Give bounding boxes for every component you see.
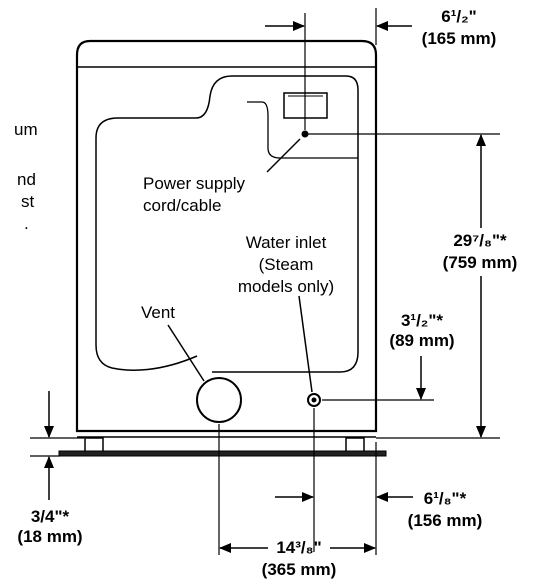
water-inlet-fitting (307, 393, 321, 407)
bottom-offset-metric: (156 mm) (407, 511, 483, 530)
floor-plate (58, 450, 387, 457)
edge-text-1: um (14, 120, 38, 139)
vent-label-leader (167, 324, 205, 382)
water-label-leader (298, 295, 313, 393)
top-offset-imperial: 6¹/₂" (441, 7, 477, 26)
vent-opening (196, 377, 242, 423)
inlet-height-metric: (89 mm) (389, 331, 455, 350)
water-label-line-3: models only) (237, 277, 335, 296)
rear-panel-inner-line (247, 101, 358, 159)
water-label-line-1: Water inlet (245, 233, 327, 252)
height-imperial: 29⁷/₈"* (453, 231, 507, 250)
left-foot (84, 437, 104, 453)
bottom-width-metric: (365 mm) (261, 560, 337, 579)
height-metric: (759 mm) (442, 253, 518, 272)
power-cord-point (301, 130, 309, 138)
water-label-line-2: (Steam (258, 255, 314, 274)
foot-height-metric: (18 mm) (17, 527, 83, 546)
foot-height-imperial: 3/4"* (30, 507, 70, 526)
edge-text-3: st (21, 192, 35, 211)
rear-panel-outline (95, 75, 359, 373)
vent-label: Vent (141, 303, 176, 322)
right-foot (345, 437, 365, 453)
edge-text-2: nd (17, 170, 36, 189)
bottom-offset-imperial: 6¹/₈"* (423, 489, 467, 508)
dryer-cabinet-outline (75, 39, 378, 433)
power-label-leader (266, 138, 301, 173)
edge-text-4: . (24, 214, 29, 233)
power-label-line-1: Power supply (143, 174, 246, 193)
bottom-width-imperial: 14³/₈" (276, 538, 322, 557)
inlet-height-imperial: 3¹/₂"* (400, 311, 444, 330)
top-offset-metric: (165 mm) (421, 29, 497, 48)
power-label-line-2: cord/cable (143, 196, 222, 215)
